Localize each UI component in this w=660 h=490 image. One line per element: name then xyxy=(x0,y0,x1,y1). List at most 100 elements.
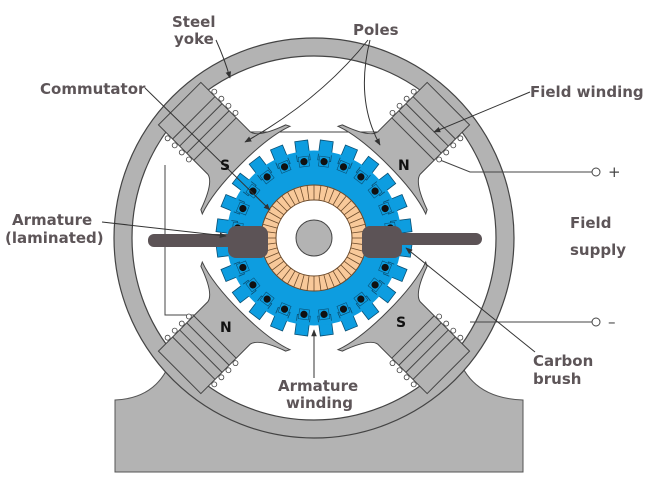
field-winding-turn xyxy=(391,117,435,161)
winding-end xyxy=(389,109,396,116)
winding-end xyxy=(185,313,192,320)
armature-conductor xyxy=(357,173,365,181)
commutator-segment xyxy=(350,223,366,229)
commutator-segment xyxy=(267,211,282,220)
armature-conductor xyxy=(263,295,271,303)
leader-lines xyxy=(101,39,536,378)
armature-conductor xyxy=(263,173,271,181)
commutator-segment xyxy=(343,205,357,216)
field-winding-turn xyxy=(193,117,237,161)
winding-end xyxy=(232,360,239,367)
winding-end xyxy=(396,367,403,374)
pole-top-left xyxy=(157,81,292,216)
field-winding-turn xyxy=(405,329,449,373)
commutator-segment xyxy=(348,217,364,224)
armature-conductor xyxy=(249,187,257,195)
winding-end xyxy=(436,156,443,163)
winding-end xyxy=(211,381,218,388)
armature-conductor xyxy=(239,263,247,272)
commutator-segment xyxy=(328,188,335,204)
armature-tooth xyxy=(220,193,250,216)
label-steel-yoke-1: Steel xyxy=(172,13,215,31)
field-winding-turn xyxy=(398,322,442,366)
winding-end xyxy=(403,95,410,102)
pole-polarity-bottom-left: N xyxy=(220,320,232,336)
armature-tooth xyxy=(378,193,408,216)
armature-tooth xyxy=(294,308,311,337)
winding-end xyxy=(443,149,450,156)
armature-conductor xyxy=(339,305,348,313)
commutator-segment xyxy=(276,200,288,212)
armature-tooth xyxy=(269,302,292,332)
commutator-segment xyxy=(348,252,364,259)
commutator-segment xyxy=(264,217,280,224)
label-carbon-brush-1: Carbon xyxy=(533,352,593,370)
armature-tooth xyxy=(336,144,359,174)
winding-end xyxy=(178,320,185,327)
winding-end xyxy=(410,88,417,95)
winding-end xyxy=(164,334,171,341)
winding-end xyxy=(164,135,171,142)
armature-conductor xyxy=(300,158,308,166)
carbon-brush-right xyxy=(362,226,482,258)
pole-bottom-left xyxy=(157,260,292,395)
winding-end xyxy=(450,142,457,149)
armature-conductor xyxy=(381,263,389,272)
label-poles: Poles xyxy=(353,21,399,39)
commutator-segment xyxy=(346,256,361,265)
terminal-positive-sign: + xyxy=(608,163,621,181)
winding-end xyxy=(225,367,232,374)
field-poles xyxy=(157,81,471,395)
armature-tooth xyxy=(248,291,275,321)
label-field-winding: Field winding xyxy=(530,83,644,101)
field-winding-turn xyxy=(179,329,223,373)
commutator-segment xyxy=(281,195,292,209)
commutator-segment xyxy=(287,270,296,285)
label-carbon-brush-2: brush xyxy=(533,370,581,388)
field-winding-turn xyxy=(398,110,442,154)
pole-core xyxy=(336,260,471,395)
commutator-segment xyxy=(264,252,280,259)
commutator-segment xyxy=(343,260,357,271)
winding-end xyxy=(457,334,464,341)
winding-end xyxy=(436,313,443,320)
armature-conductor xyxy=(320,158,328,166)
carbon-brush-left xyxy=(148,226,268,258)
armature-tooth xyxy=(336,302,359,332)
armature-conductor xyxy=(381,204,389,213)
winding-end xyxy=(403,374,410,381)
winding-end xyxy=(450,327,457,334)
field-winding-turn xyxy=(172,96,216,140)
commutator-segment xyxy=(340,264,352,276)
commutator-segment xyxy=(299,186,305,202)
terminal-negative-sign: – xyxy=(608,313,616,331)
commutator-segment xyxy=(306,185,310,201)
field-winding-turn xyxy=(412,96,456,140)
commutator-segment xyxy=(336,195,347,209)
terminal-negative xyxy=(591,317,601,327)
armature-conductor xyxy=(339,163,348,171)
field-winding-turn xyxy=(405,103,449,147)
label-field-supply-1: Field xyxy=(570,214,611,232)
winding-end xyxy=(218,95,225,102)
label-armature-winding-1: Armature xyxy=(278,377,358,395)
field-winding-turn xyxy=(391,315,435,359)
commutator-segment xyxy=(340,200,352,212)
armature-tooth xyxy=(231,277,261,304)
label-commutator: Commutator xyxy=(40,80,146,98)
winding-end xyxy=(443,320,450,327)
pole-core xyxy=(157,260,292,395)
winding-end xyxy=(211,88,218,95)
commutator-segment xyxy=(346,211,361,220)
winding-end xyxy=(410,381,417,388)
commutator-segment xyxy=(328,272,335,288)
commutator-segment xyxy=(267,256,282,265)
armature-tooth xyxy=(317,308,334,337)
pole-polarity-top-right: N xyxy=(398,158,410,174)
armature-tooth xyxy=(353,291,380,321)
field-winding-turn xyxy=(172,336,216,380)
winding-end xyxy=(389,360,396,367)
commutator-segment xyxy=(323,274,329,290)
armature-tooth xyxy=(367,172,397,199)
